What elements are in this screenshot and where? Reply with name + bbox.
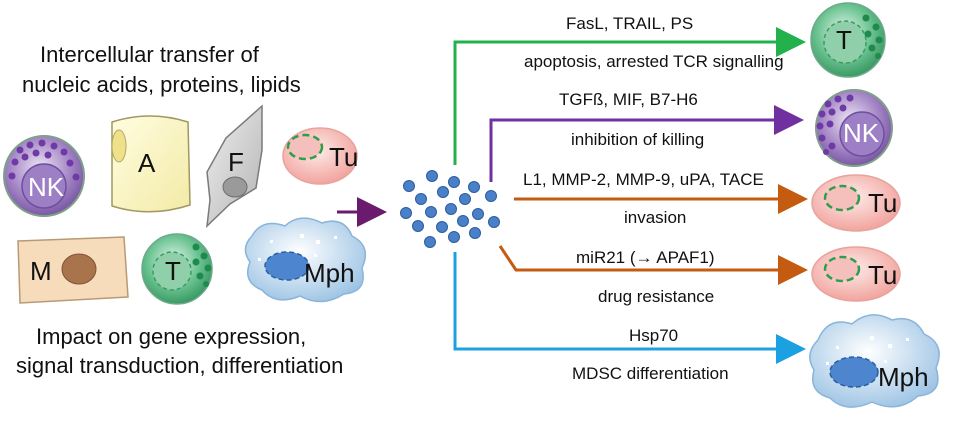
nk-cell-left <box>3 135 85 217</box>
t-cell-label-left: T <box>165 256 181 286</box>
mph-label-left: Mph <box>304 258 355 288</box>
arrow-purple <box>489 105 804 182</box>
impact-title-line2: signal transduction, differentiation <box>16 353 344 378</box>
mph-label-right: Mph <box>878 362 929 392</box>
pathway-5-effect: MDSC differentiation <box>572 364 729 383</box>
adipocyte-label: A <box>138 148 156 178</box>
exosome-vesicles <box>400 170 500 248</box>
fibroblast-cell <box>206 104 263 228</box>
t-cell-left <box>141 233 213 305</box>
pathway-1-molecules: FasL, TRAIL, PS <box>566 14 694 33</box>
arrow-green <box>453 27 806 165</box>
pathway-3-effect: invasion <box>624 208 687 227</box>
tumor-label-right-1: Tu <box>868 188 898 218</box>
tumor-label-right-2: Tu <box>868 260 898 290</box>
tumor-cell-right-2 <box>811 246 901 302</box>
arrow-orange-2 <box>498 245 808 285</box>
pathway-2-molecules: TGFß, MIF, B7-H6 <box>559 90 698 109</box>
intercellular-title-line2: nucleic acids, proteins, lipids <box>22 72 301 97</box>
tumor-cell-right-1 <box>811 174 901 232</box>
nk-cell-right <box>815 89 893 167</box>
pathway-5-molecules: Hsp70 <box>629 326 679 345</box>
tumor-label-left: Tu <box>329 142 359 172</box>
macrophage-m-label: M <box>30 256 52 286</box>
arrow-blue <box>453 252 806 364</box>
pathway-2-effect: inhibition of killing <box>571 130 705 149</box>
impact-title-line1: Impact on gene expression, <box>36 324 307 349</box>
nk-cell-label-right: NK <box>843 118 880 148</box>
nk-cell-label-left: NK <box>28 172 65 202</box>
intercellular-title-line1: Intercellular transfer of <box>40 42 259 67</box>
t-cell-label-right: T <box>836 25 852 55</box>
t-cell-right <box>810 2 886 78</box>
pathway-3-molecules: L1, MMP-2, MMP-9, uPA, TACE <box>523 170 764 189</box>
macrophage-m-cell <box>17 236 129 304</box>
adipocyte-cell <box>111 115 191 213</box>
fibroblast-label: F <box>228 147 244 177</box>
pathway-4-effect: drug resistance <box>598 287 715 306</box>
mph-cell-right <box>809 314 940 408</box>
tumor-cell-left <box>282 127 358 185</box>
pathway-1-effect: apoptosis, arrested TCR signalling <box>524 52 784 71</box>
mph-cell-left <box>244 217 367 303</box>
pathway-4-molecules: miR21 (→ APAF1) <box>576 248 715 267</box>
